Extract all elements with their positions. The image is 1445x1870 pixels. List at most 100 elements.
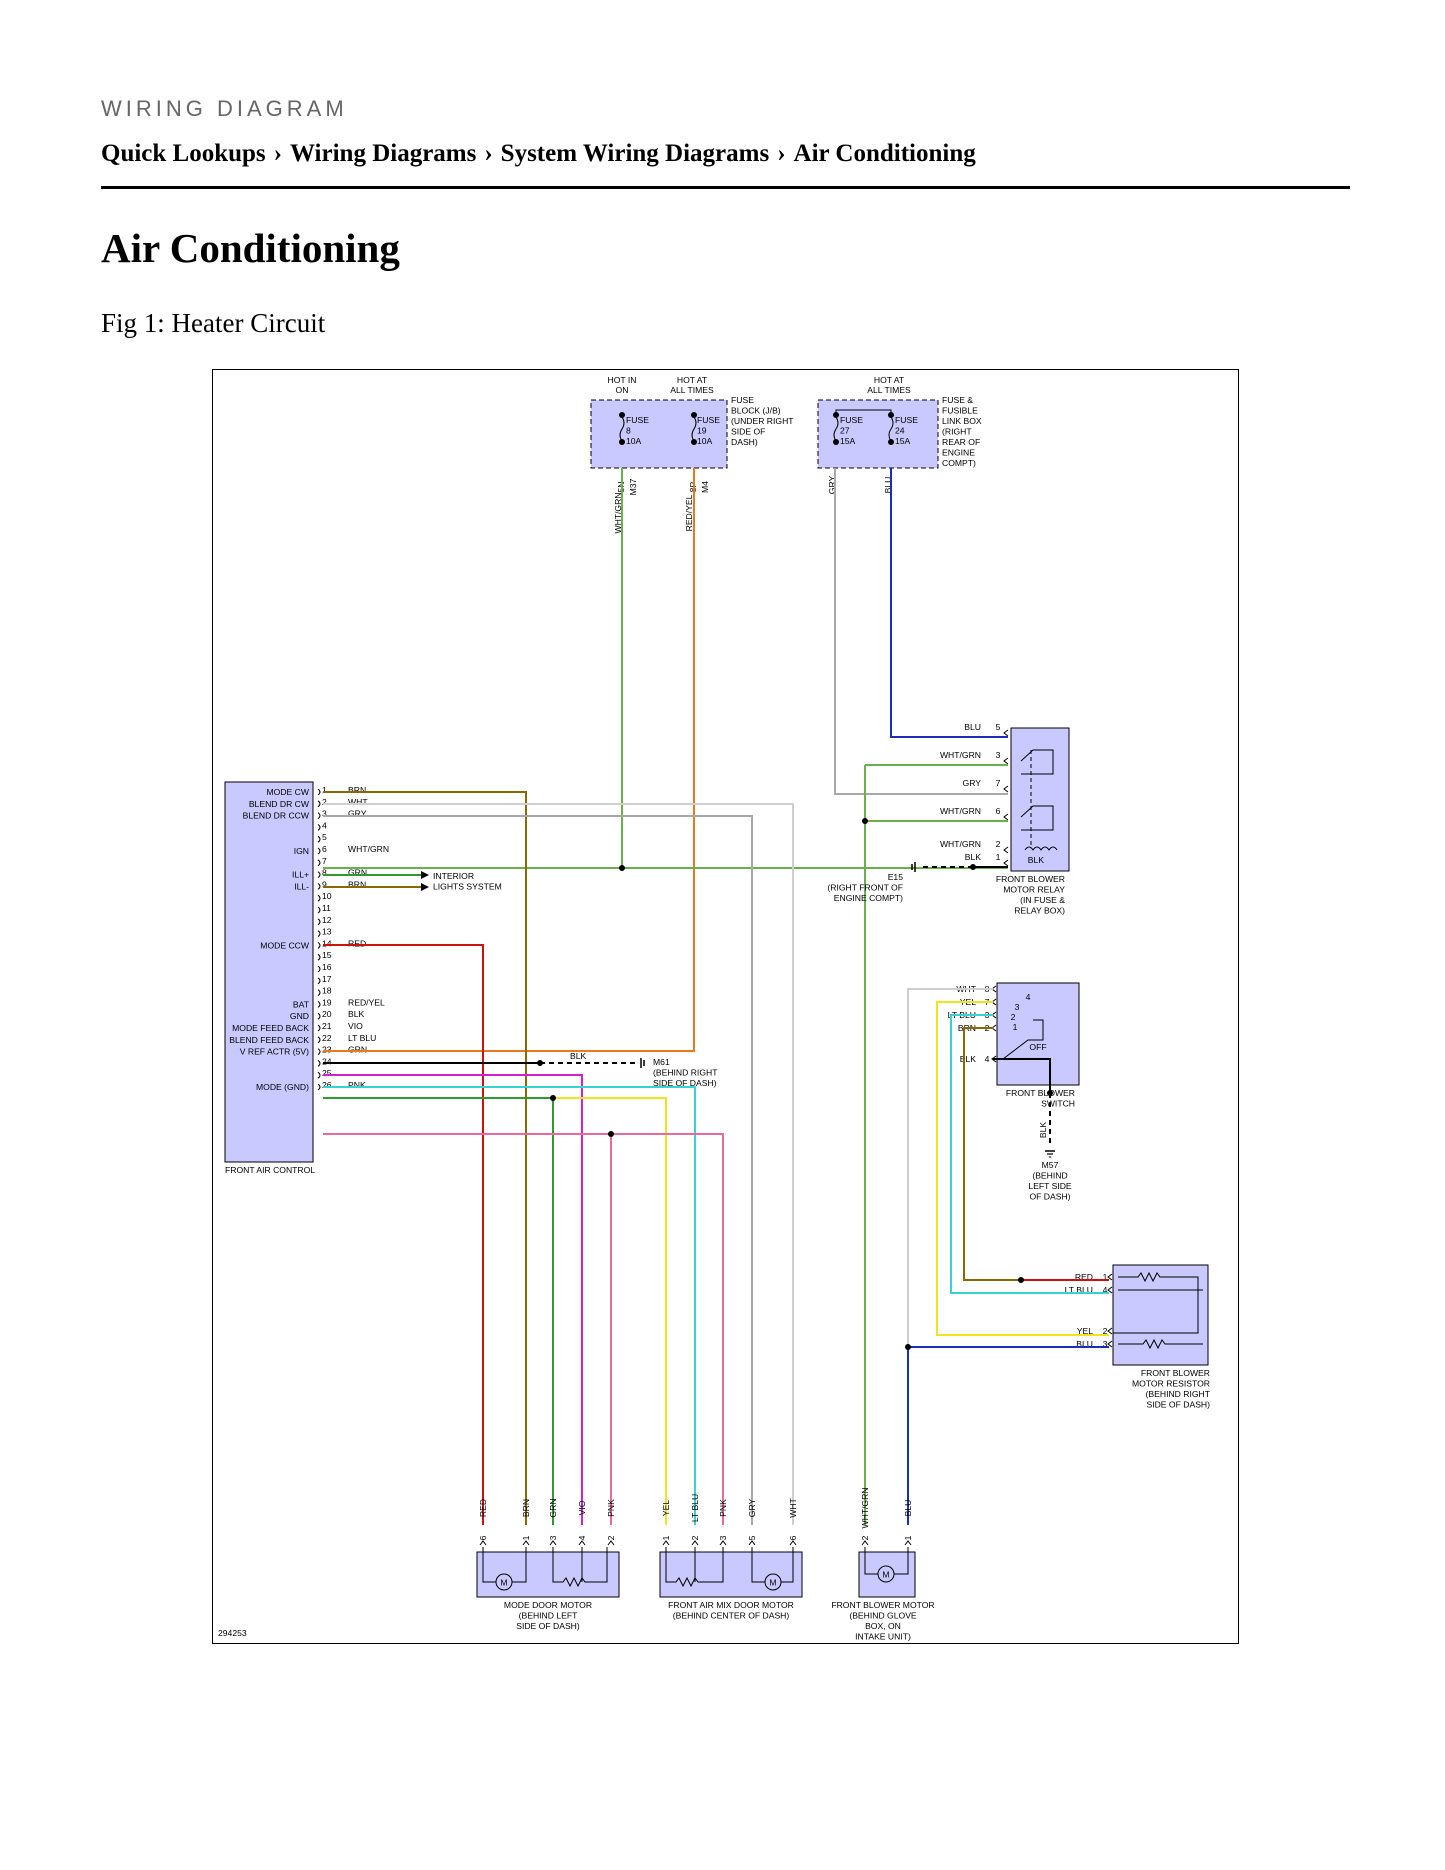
fuse-terminal-dot (619, 439, 625, 445)
front-air-control-function-label: BLEND DR CCW (243, 811, 310, 821)
front-air-control-pin-number: 18 (322, 986, 332, 996)
front-blower-motor-resistor-box (1112, 1264, 1209, 1366)
mix-door-motor-pin-icon (789, 1540, 797, 1546)
fuse-8-label: FUSE (626, 415, 649, 425)
resistor-wire-label: RED (1075, 1272, 1093, 1282)
front-air-control-wire-label: RED (348, 938, 366, 948)
front-air-control-pin-number: 12 (322, 915, 332, 925)
fuse-19-label: 10A (697, 436, 713, 446)
resistor-pin-number: 1 (1103, 1272, 1108, 1282)
front-air-control-wire-label: PNK (348, 1080, 366, 1090)
mix-door-motor-wire-label: WHT (788, 1497, 798, 1517)
front-air-control-function-label: BAT (293, 999, 310, 1009)
front-air-control-pin-number: 20 (322, 1009, 332, 1019)
connector-pin-icon (317, 918, 321, 926)
wire-lt-blu-blend-feedback (323, 1086, 696, 1525)
front-air-control-pin-number: 16 (322, 962, 332, 972)
front-blower-motor-pin-number: 1 (903, 1535, 913, 1540)
ground-m61-icon (640, 1058, 645, 1068)
breadcrumb-link-wiring-diagrams[interactable]: Wiring Diagrams (290, 140, 477, 167)
front-air-control-pin-number: 15 (322, 950, 332, 960)
wire-label-relay-blk: BLK (1028, 855, 1045, 865)
mode-door-motor-wire-label: PNK (606, 1499, 616, 1517)
connector-pin-icon (317, 1001, 321, 1008)
mix-door-motor-pin-number: 2 (690, 1535, 700, 1540)
connector-pin-icon (317, 1060, 321, 1067)
wire-blu-fuse-24 (890, 468, 1008, 738)
relay-pin-number: 5 (996, 722, 1001, 732)
connector-pin-icon (317, 942, 321, 949)
connector-pin-icon (317, 953, 321, 961)
fuse-19-label: FUSE (697, 415, 720, 425)
fuse-27-icon (833, 416, 839, 442)
front-air-control-pin-number: 25 (322, 1068, 332, 1078)
ground-e15-icon (911, 862, 916, 872)
mix-door-motor-pin-icon (691, 1540, 699, 1546)
fuse-24-label: 15A (895, 436, 911, 446)
front-blower-motor-relay-label: FRONT BLOWER (996, 874, 1065, 884)
ground-m61-label: (BEHIND RIGHT (653, 1068, 718, 1078)
mix-door-motor-label: (BEHIND CENTER OF DASH) (673, 1611, 790, 1621)
relay-pin-number: 6 (996, 806, 1001, 816)
front-blower-motor-wire-label: BLU (903, 1500, 913, 1517)
fuse-block-1-label: ON (616, 385, 629, 395)
breadcrumb-link-quick-lookups[interactable]: Quick Lookups (101, 140, 266, 167)
front-air-control-wire-label: LT BLU (348, 1033, 376, 1043)
mode-door-motor-pin-number: 3 (548, 1535, 558, 1540)
front-air-control-pin-number: 4 (322, 820, 327, 830)
relay-pin-icon (1003, 846, 1009, 854)
breadcrumb-separator: › (484, 140, 493, 167)
fuse-block-2-description: COMPT) (942, 458, 976, 468)
fuse-8-label: 10A (626, 436, 642, 446)
breadcrumb-link-system-wiring-diagrams[interactable]: System Wiring Diagrams (500, 140, 770, 167)
breadcrumb-separator: › (777, 140, 786, 167)
fuse-block-2 (817, 399, 939, 469)
connector-pin-icon (317, 812, 321, 819)
splice-dot (619, 865, 625, 871)
wire-brn-mode-cw (323, 791, 527, 1525)
front-air-control-wire-label: GRN (348, 1045, 367, 1055)
mix-door-motor-pin-number: 1 (661, 1535, 671, 1540)
front-air-control-function-label: BLEND DR CW (249, 799, 310, 809)
front-blower-motor-relay-label: (IN FUSE & (1020, 895, 1065, 905)
fuse-terminal-dot (833, 439, 839, 445)
relay-pin-number: 2 (996, 839, 1001, 849)
fuse-24-label: 24 (895, 426, 905, 436)
wire-gry-fuse-27 (834, 468, 1008, 795)
connector-pin-icon (317, 1083, 321, 1091)
front-blower-motor-resistor-label: FRONT BLOWER (1141, 1368, 1210, 1378)
connector-pin-icon (317, 906, 321, 914)
mode-door-motor-box (476, 1551, 620, 1598)
mode-door-motor-label: MODE DOOR MOTOR (504, 1600, 592, 1610)
resistor-pin-icon (1107, 1340, 1113, 1348)
wire-brn-switch-2 (963, 1027, 1021, 1281)
front-air-control-function-label: MODE CCW (260, 940, 310, 950)
mode-door-motor-pin-icon (522, 1540, 530, 1546)
wire-label-fuse-19: RED/YEL (684, 494, 694, 531)
fuse-block-2-description: FUSE & (942, 395, 973, 405)
front-air-control-pin-number: 9 (322, 879, 327, 889)
front-air-control-pin-number: 21 (322, 1021, 332, 1031)
front-blower-motor-pin-icon (861, 1540, 869, 1546)
connector-pin-icon (317, 883, 321, 890)
front-air-control-function-label: ILL+ (292, 870, 309, 880)
front-air-control-wire-label: BRN (348, 785, 366, 795)
front-blower-switch-box (996, 982, 1080, 1086)
fuse-block-2-description: ENGINE (942, 448, 975, 458)
wire-gry-blend-ccw (323, 815, 753, 1525)
switch-wire-label: BLK (960, 1054, 977, 1064)
mode-door-motor-pin-icon (578, 1540, 586, 1546)
front-air-control-pin-number: 17 (322, 974, 332, 984)
switch-position-label: OFF (1029, 1042, 1046, 1052)
connector-pin-icon (317, 824, 321, 831)
front-air-control-wire-label: BLK (348, 1009, 365, 1019)
fuse-block-1-description: DASH) (731, 437, 758, 447)
fuse-terminal-dot (619, 412, 625, 418)
wire-red-mode-ccw (323, 944, 484, 1525)
mode-door-motor-pin-number: 4 (577, 1535, 587, 1540)
ground-m57-label: M57 (1042, 1160, 1059, 1170)
interior-lights-label: LIGHTS SYSTEM (433, 882, 502, 892)
connector-pin-icon (317, 977, 321, 985)
relay-pin-icon (1003, 757, 1009, 765)
fuse-block-2-label: HOT AT (874, 375, 905, 385)
